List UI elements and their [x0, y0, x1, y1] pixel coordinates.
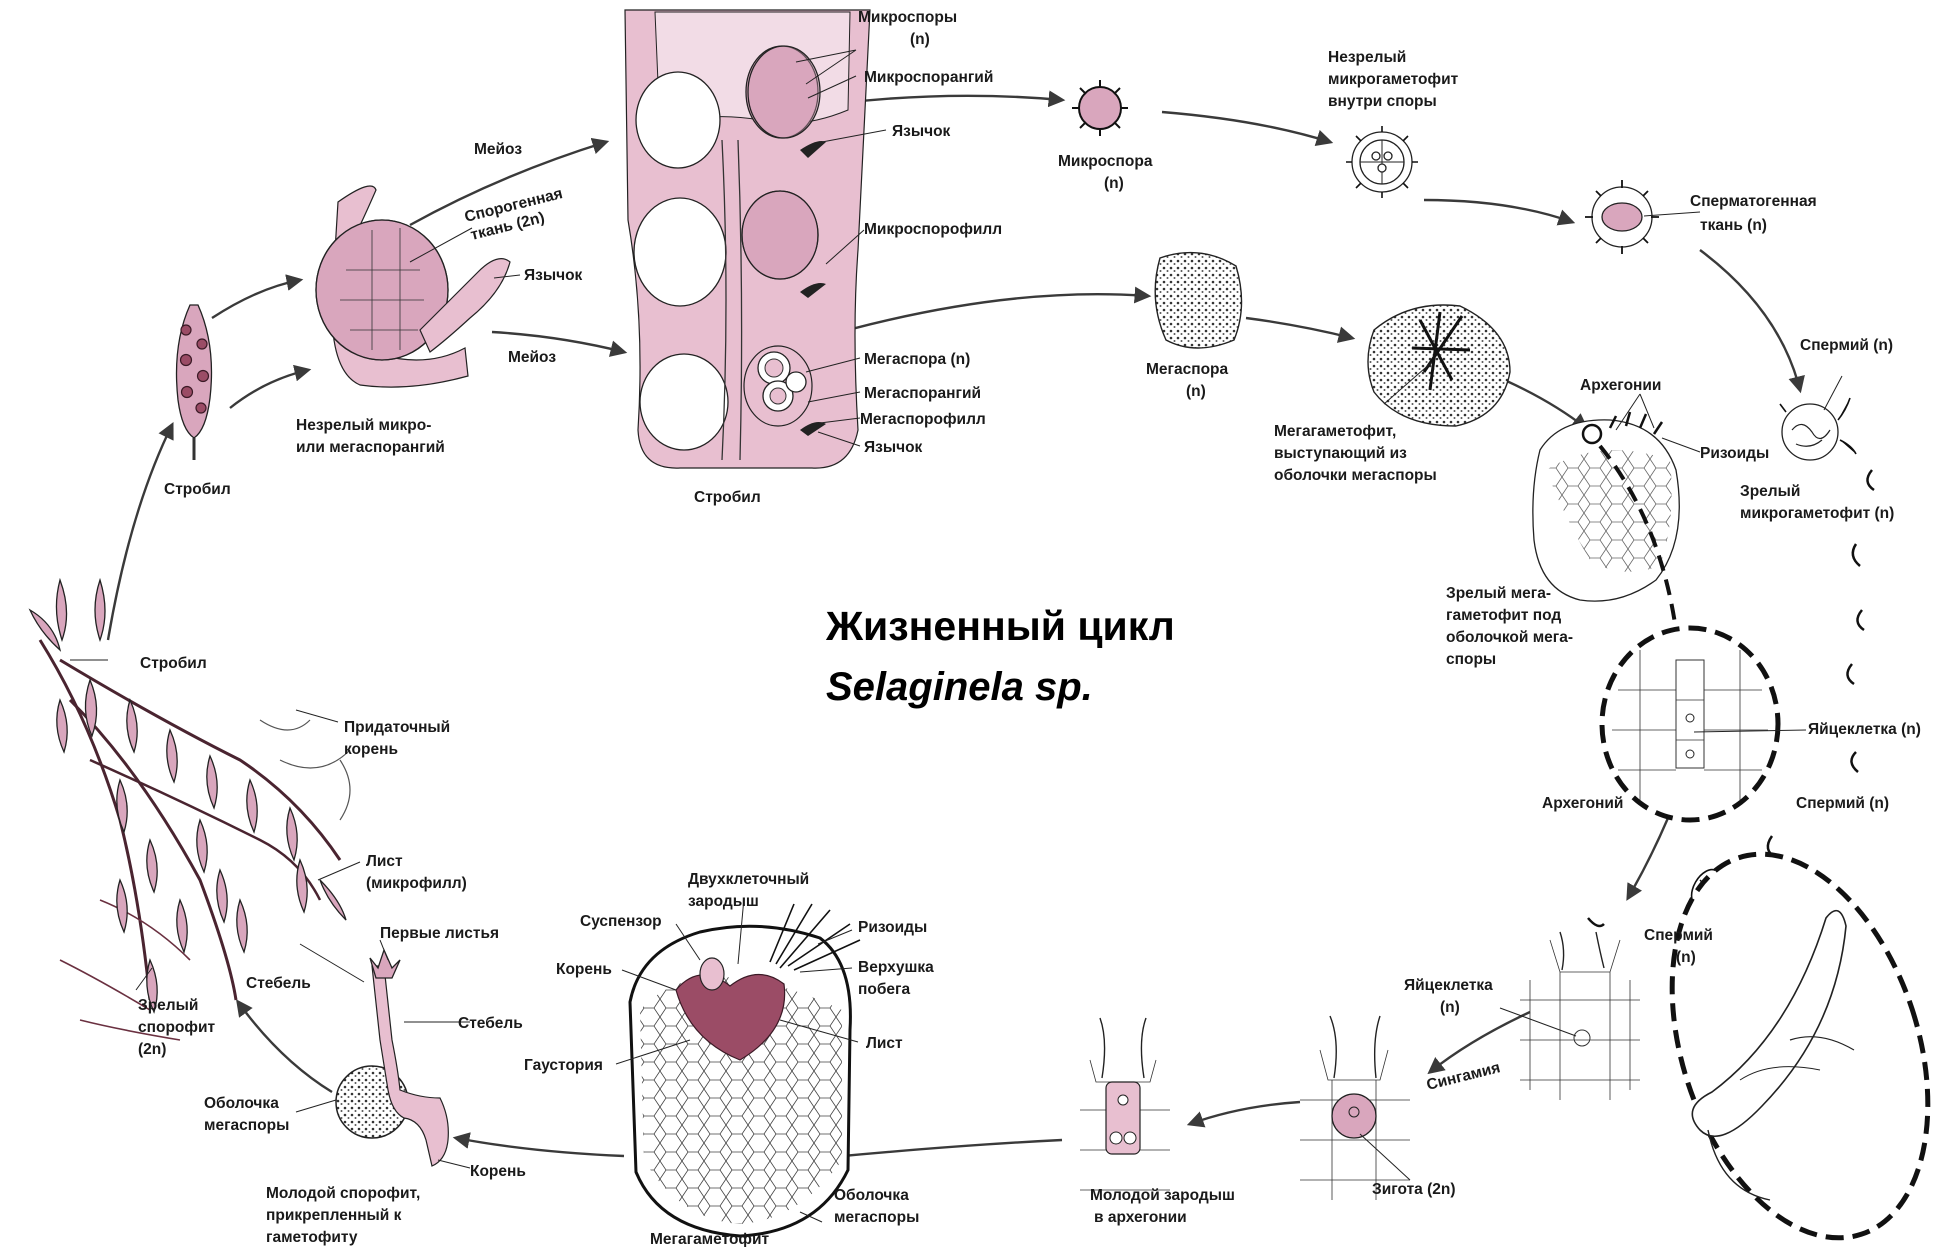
label-microspore: Микроспора [1058, 153, 1153, 170]
mature-megagametophyte-illustration [1533, 412, 1679, 630]
label-strobilus-center: Стробил [694, 489, 761, 506]
strobilus-section-illustration [625, 10, 870, 468]
label-mature-megagametophyte-4: споры [1446, 651, 1496, 668]
label-ligule-top: Язычок [892, 123, 951, 140]
label-immature-microgametophyte-3: внутри споры [1328, 93, 1437, 110]
label-first-leaves: Первые листья [380, 925, 499, 942]
sperm-enlarged-illustration [1627, 821, 1952, 1247]
label-megaspore-ploidy: (n) [1186, 383, 1206, 400]
label-shoot-apex: Верхушка [858, 959, 934, 976]
label-megaspore-n: Мегаспора (n) [864, 351, 970, 368]
diagram-title-line2: Selaginela sp. [826, 665, 1093, 709]
label-haustorium: Гаустория [524, 1057, 603, 1074]
label-megasporophyll: Мегаспорофилл [860, 411, 986, 428]
label-young-sporophyte: Молодой спорофит, [266, 1185, 420, 1202]
emerging-megagametophyte-illustration [1368, 305, 1510, 426]
zygote-illustration [1300, 1016, 1410, 1200]
label-megaspore-wall-bottom-2: мегаспоры [834, 1209, 919, 1226]
label-leaf-microphyll-2: (микрофилл) [366, 875, 467, 892]
label-rhizoids-bottom: Ризоиды [858, 919, 927, 936]
label-mature-sporophyte: Зрелый [138, 997, 198, 1014]
label-sperm-top: Спермий (n) [1800, 337, 1893, 354]
label-sperm-mid: Спермий (n) [1796, 795, 1889, 812]
label-young-embryo: Молодой зародыш [1090, 1187, 1235, 1204]
archegonium-egg-illustration [1520, 918, 1640, 1100]
label-two-cell-embryo: Двухклеточный [688, 871, 809, 888]
label-young-sporophyte-2: прикрепленный к [266, 1207, 402, 1224]
label-root-embryo: Корень [556, 961, 612, 978]
label-spermatogenous-tissue: Сперматогенная [1690, 193, 1817, 210]
label-megaspore: Мегаспора [1146, 361, 1229, 378]
label-sperm-bottom-ploidy: (n) [1676, 949, 1696, 966]
label-suspensor: Суспензор [580, 913, 662, 930]
label-adventitious-root: Придаточный [344, 719, 450, 736]
label-ligule-sporangium: Язычок [524, 267, 583, 284]
label-young-sporophyte-3: гаметофиту [266, 1229, 358, 1246]
label-megagametophyte: Мегагаметофит [650, 1231, 770, 1247]
label-leaf-microphyll: Лист [366, 853, 403, 870]
mature-sporophyte-illustration [30, 580, 350, 1040]
label-megagametophyte-emerging-3: оболочки мегаспоры [1274, 467, 1437, 484]
young-sporophyte-illustration [336, 950, 448, 1166]
label-meiosis-top: Мейоз [474, 141, 522, 158]
mature-microgametophyte-illustration [1780, 398, 1856, 460]
label-archegonia: Архегонии [1580, 377, 1661, 394]
archegonium-detail-illustration [1602, 628, 1778, 820]
label-megasporangium: Мегаспорангий [864, 385, 981, 402]
label-leaf-embryo: Лист [866, 1035, 903, 1052]
label-egg-cell-bottom-ploidy: (n) [1440, 999, 1460, 1016]
label-mature-sporophyte-2: спорофит [138, 1019, 215, 1036]
label-mature-megagametophyte-2: гаметофит под [1446, 607, 1561, 624]
label-mature-microgametophyte-2: микрогаметофит (n) [1740, 505, 1894, 522]
label-mature-microgametophyte: Зрелый [1740, 483, 1800, 500]
megagametophyte-embryo-illustration [630, 904, 860, 1236]
label-immature-sporangium-2: или мегаспорангий [296, 439, 445, 456]
label-mature-sporophyte-3: (2n) [138, 1041, 166, 1058]
label-egg-cell-bottom: Яйцеклетка [1404, 977, 1493, 994]
label-megaspore-wall-left-2: мегаспоры [204, 1117, 289, 1134]
label-young-embryo-2: в архегонии [1094, 1209, 1187, 1226]
label-egg-cell: Яйцеклетка (n) [1808, 721, 1921, 738]
label-microspores-ploidy: (n) [910, 31, 930, 48]
immature-microgametophyte-illustration [1346, 126, 1418, 198]
young-embryo-illustration [1080, 1018, 1170, 1190]
label-megagametophyte-emerging: Мегагаметофит, [1274, 423, 1396, 440]
label-microspore-ploidy: (n) [1104, 175, 1124, 192]
label-stem-young: Стебель [458, 1015, 523, 1032]
label-spermatogenous-tissue-2: ткань (n) [1700, 217, 1767, 234]
label-root-young: Корень [470, 1163, 526, 1180]
microspore-illustration [1072, 80, 1128, 136]
label-strobilus-small: Стробил [164, 481, 231, 498]
label-zygote: Зигота (2n) [1372, 1181, 1456, 1198]
label-sperm-bottom: Спермий [1644, 927, 1713, 944]
label-immature-sporangium: Незрелый микро- [296, 417, 431, 434]
spermatogenous-tissue-illustration [1585, 180, 1659, 254]
small-strobilus-illustration [177, 305, 212, 460]
label-immature-microgametophyte-2: микрогаметофит [1328, 71, 1459, 88]
megaspore-illustration [1155, 253, 1241, 348]
label-shoot-apex-2: побега [858, 981, 910, 998]
label-archegonium: Архегоний [1542, 795, 1623, 812]
label-meiosis-bottom: Мейоз [508, 349, 556, 366]
label-stem-plant: Стебель [246, 975, 311, 992]
label-mature-megagametophyte: Зрелый мега- [1446, 585, 1551, 602]
label-megaspore-wall-bottom: Оболочка [834, 1187, 909, 1204]
label-rhizoids-right: Ризоиды [1700, 445, 1769, 462]
label-megaspore-wall-left: Оболочка [204, 1095, 279, 1112]
diagram-title-line1: Жизненный цикл [825, 603, 1175, 649]
label-strobilus-plant: Стробил [140, 655, 207, 672]
label-microsporophyll: Микроспорофилл [864, 221, 1002, 238]
label-ligule-bottom: Язычок [864, 439, 923, 456]
label-microsporangium: Микроспорангий [864, 69, 993, 86]
label-two-cell-embryo-2: зародыш [688, 893, 759, 910]
label-megagametophyte-emerging-2: выступающий из [1274, 445, 1407, 462]
label-syngamy: Сингамия [1425, 1059, 1502, 1094]
label-immature-microgametophyte: Незрелый [1328, 49, 1406, 66]
label-mature-megagametophyte-3: оболочкой мега- [1446, 629, 1573, 646]
label-adventitious-root-2: корень [344, 741, 398, 758]
label-microspores: Микроспоры [858, 9, 957, 26]
